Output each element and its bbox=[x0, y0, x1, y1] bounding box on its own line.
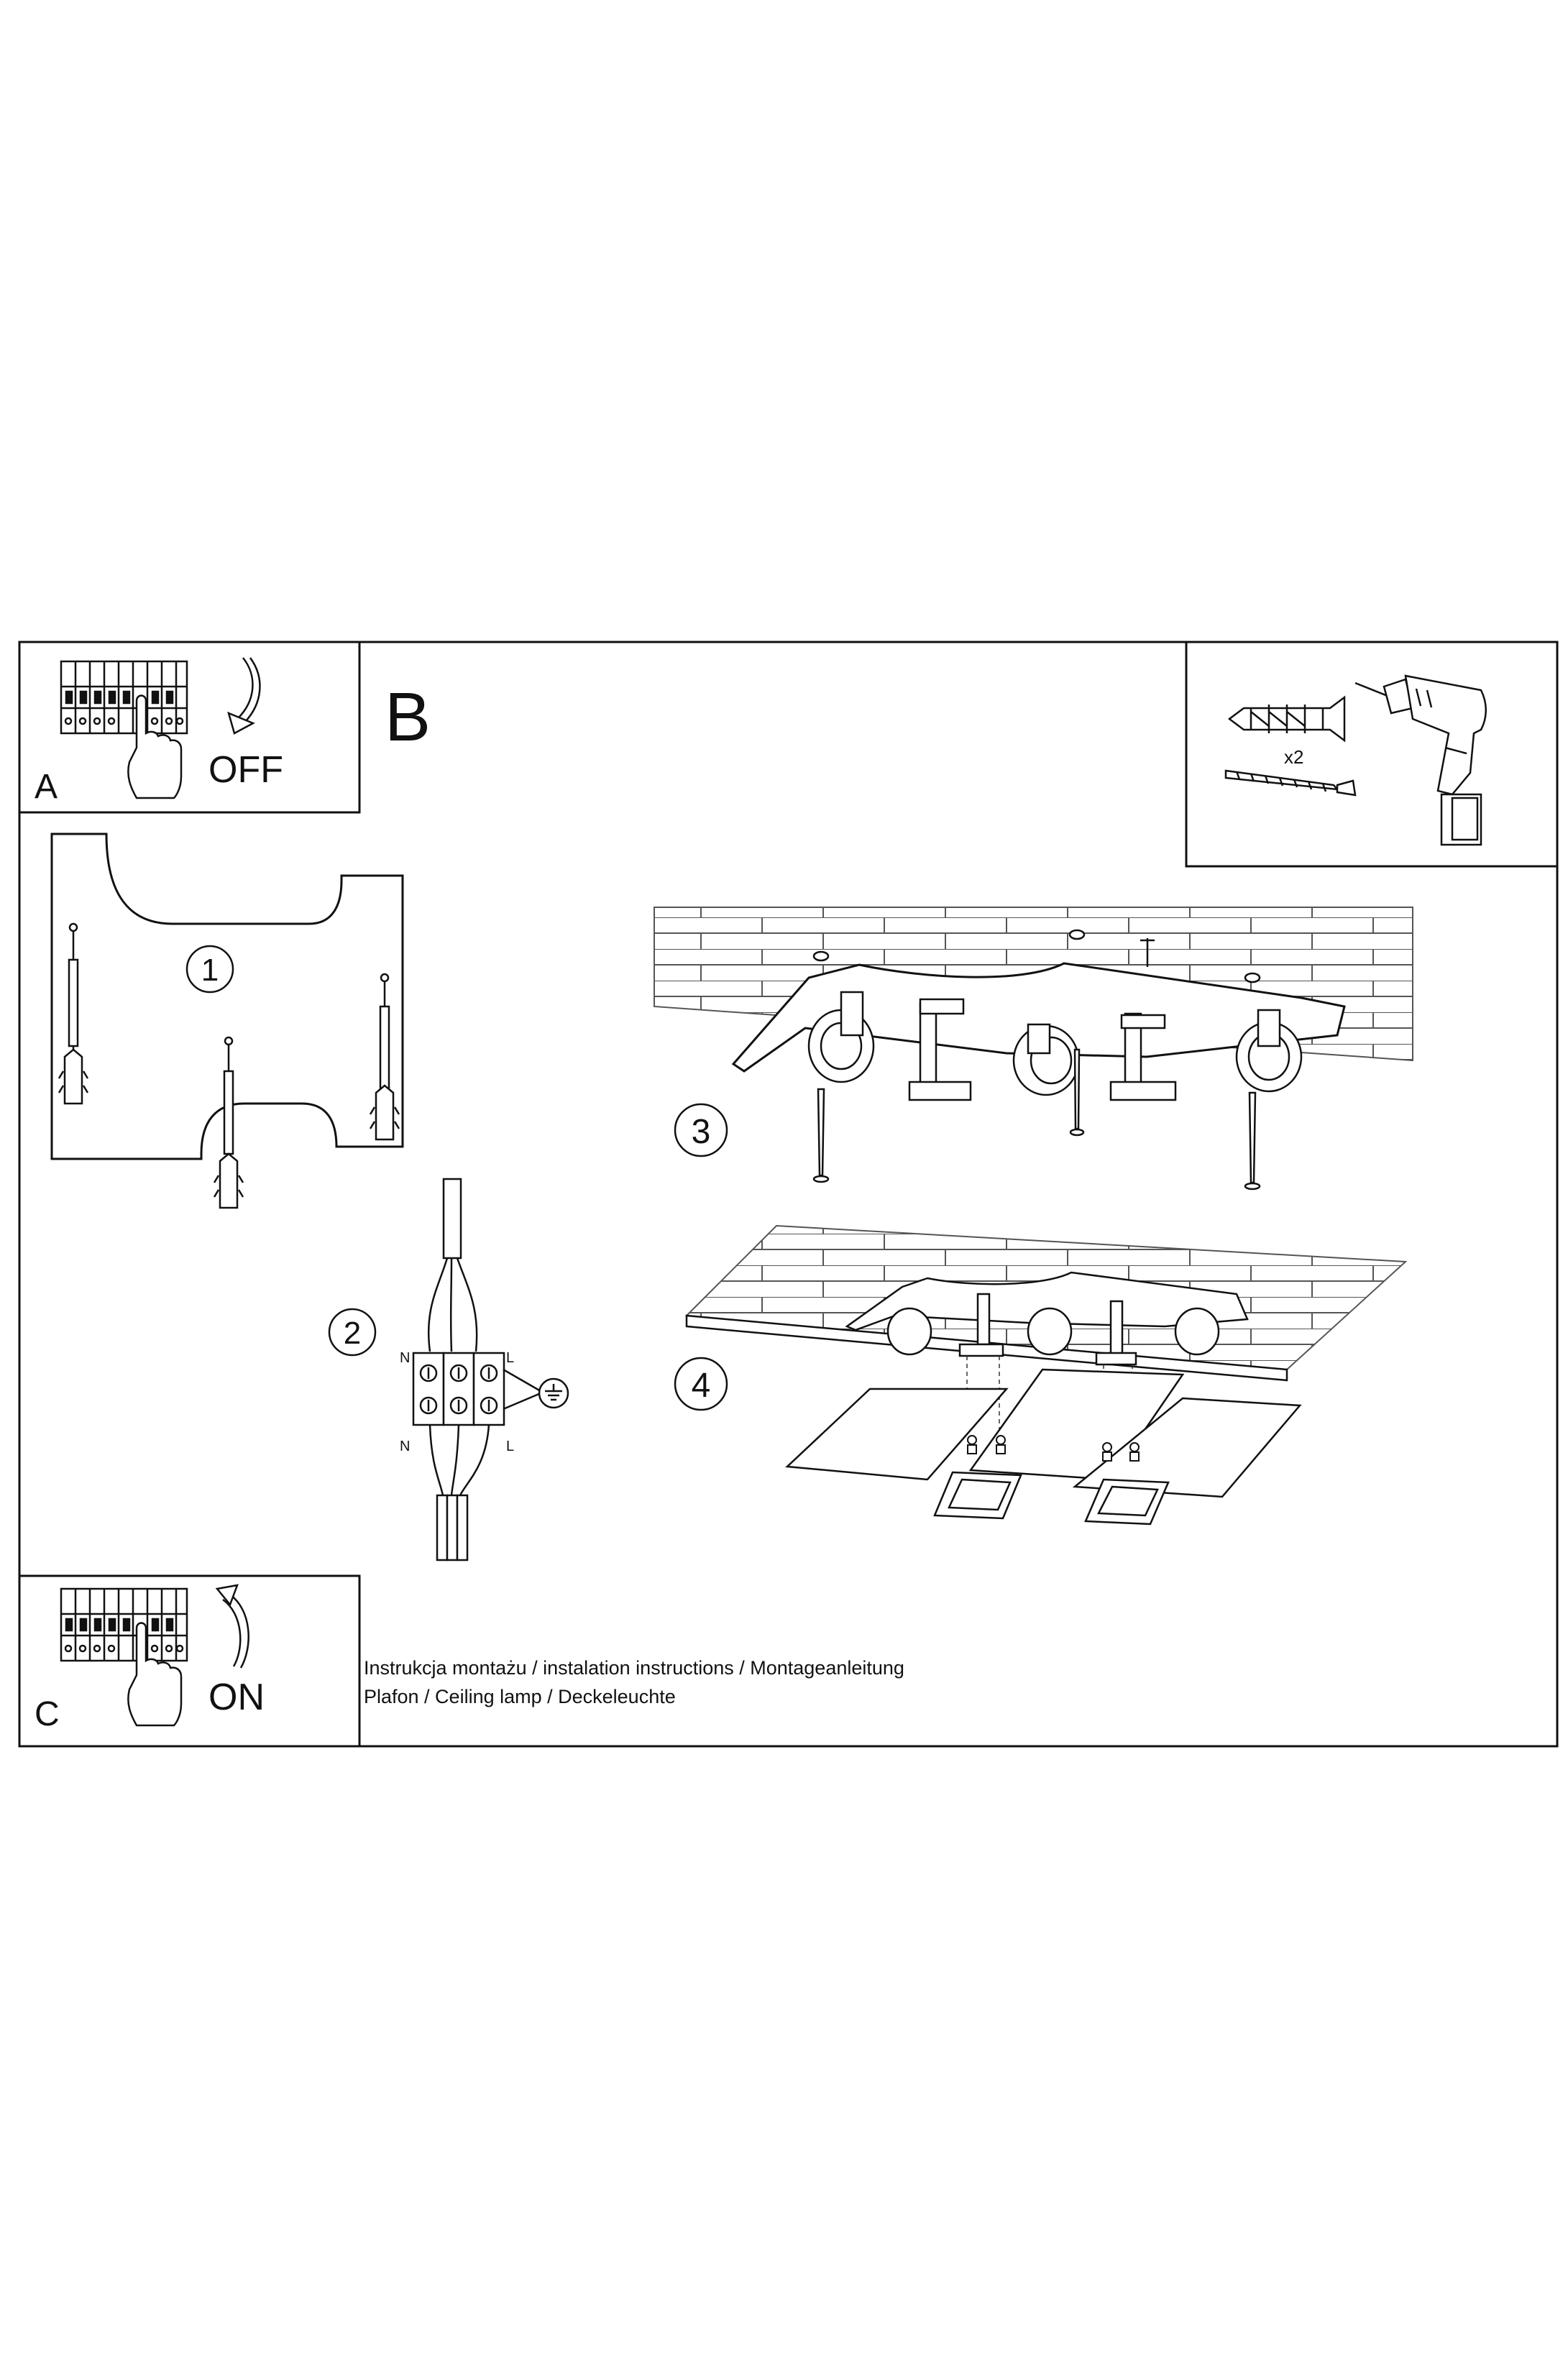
spot-lamps-lower bbox=[886, 1293, 1220, 1366]
step-3-number: 3 bbox=[692, 1113, 711, 1151]
wire-n-bottom: N bbox=[400, 1439, 410, 1454]
ceiling-plate-lower bbox=[845, 1271, 1249, 1331]
earth-symbol-icon bbox=[503, 1368, 569, 1411]
hardware-box: x2 bbox=[1224, 674, 1487, 846]
wall-plug-icon bbox=[1227, 695, 1346, 743]
screw-icon bbox=[1224, 769, 1357, 797]
wall-plugs bbox=[58, 922, 400, 1209]
cover-screws bbox=[967, 1435, 1140, 1462]
wire-n-top: N bbox=[400, 1350, 410, 1366]
arrow-down-icon bbox=[227, 657, 261, 735]
footer-line-2: Plafon / Ceiling lamp / Deckeleuchte bbox=[364, 1686, 676, 1707]
end-caps bbox=[933, 1471, 1170, 1526]
ceiling-plate bbox=[731, 962, 1346, 1073]
panel-a-letter: A bbox=[35, 768, 58, 806]
arrow-up-icon bbox=[215, 1584, 249, 1669]
wire-l-top: L bbox=[506, 1350, 514, 1366]
drill-icon bbox=[1354, 674, 1487, 846]
cover-panels bbox=[785, 1368, 1302, 1498]
fixing-screws bbox=[812, 929, 1261, 1191]
step-2-wiring: 2 N L N L bbox=[328, 1178, 569, 1561]
supply-cable bbox=[427, 1178, 478, 1352]
lamp-cable bbox=[428, 1424, 490, 1561]
step-4-number: 4 bbox=[692, 1367, 711, 1405]
breaker-panel-icon bbox=[60, 660, 188, 735]
sheet-frame bbox=[18, 641, 1559, 1748]
mounting-template bbox=[50, 833, 404, 1160]
mounting-brackets bbox=[908, 998, 1177, 1101]
step-1-number: 1 bbox=[201, 953, 219, 988]
switch-on-label: ON bbox=[208, 1677, 265, 1718]
step-2-number: 2 bbox=[344, 1316, 361, 1351]
switch-off-label: OFF bbox=[208, 749, 283, 791]
step-1-template: 1 bbox=[50, 833, 404, 1209]
hand-pointer-icon bbox=[127, 694, 183, 799]
wire-l-bottom: L bbox=[506, 1439, 514, 1454]
breaker-panel-icon bbox=[60, 1587, 188, 1662]
spot-lamps bbox=[807, 991, 1303, 1096]
quantity-label: x2 bbox=[1284, 746, 1303, 768]
footer-line-1: Instrukcja montażu / instalation instruc… bbox=[364, 1657, 904, 1679]
panel-c: ON C bbox=[35, 1584, 265, 1733]
hand-pointer-icon bbox=[127, 1622, 183, 1727]
panel-c-letter: C bbox=[35, 1695, 60, 1733]
terminal-block bbox=[412, 1352, 505, 1426]
panel-a: OFF A bbox=[35, 657, 283, 806]
step-3-mounting: 3 bbox=[654, 907, 1413, 1191]
panel-b-letter: B bbox=[385, 679, 431, 756]
step-4-assembly: 4 bbox=[674, 1224, 1408, 1526]
